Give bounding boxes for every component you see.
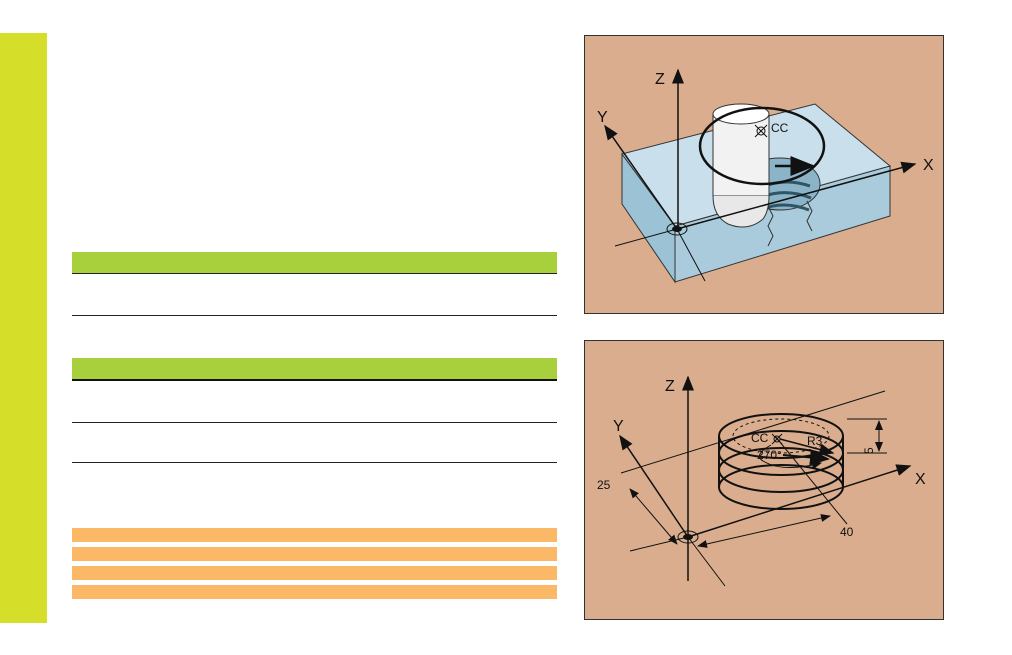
reference-line bbox=[620, 390, 886, 474]
reference-line bbox=[774, 435, 848, 525]
axis-extension bbox=[676, 228, 706, 282]
axis-extension bbox=[614, 228, 678, 247]
helix-coils bbox=[718, 413, 844, 510]
z-axis-label: Z bbox=[655, 71, 665, 88]
axis-extension bbox=[687, 536, 726, 587]
dimension-line-x bbox=[697, 514, 831, 548]
x-dimension-label: 40 bbox=[840, 525, 854, 539]
thread-cut-notch bbox=[767, 200, 813, 247]
table1-header-rule bbox=[72, 273, 557, 274]
cc-marker-icon bbox=[754, 124, 768, 138]
helix-dimension-illustration: Z Y X 40 25 5 CC R3 270° bbox=[597, 375, 926, 587]
y-dimension-label: 25 bbox=[597, 478, 611, 492]
y-axis-label: Y bbox=[613, 418, 624, 435]
x-axis-label: X bbox=[923, 157, 934, 174]
helix-3d-illustration: CC Z Y X bbox=[597, 68, 934, 284]
y-axis bbox=[619, 434, 689, 538]
helix-path-circle bbox=[698, 106, 826, 186]
table2-row-rule bbox=[72, 422, 557, 423]
dimension-line-y bbox=[629, 488, 678, 545]
orange-row-3 bbox=[72, 566, 557, 580]
table2-header-rule bbox=[72, 379, 557, 381]
x-axis-label: X bbox=[915, 471, 926, 488]
radius-label: R3 bbox=[807, 434, 823, 448]
height-label: 5 bbox=[862, 447, 876, 454]
table2-header-bar bbox=[72, 358, 557, 379]
axis-extension bbox=[629, 536, 689, 552]
angle-label: 270° bbox=[757, 448, 782, 462]
helix-3d-figure: CC Z Y X bbox=[584, 35, 944, 314]
x-axis bbox=[676, 161, 917, 230]
chapter-side-strip bbox=[0, 33, 47, 623]
cc-label: CC bbox=[771, 121, 789, 135]
start-point-arrow bbox=[782, 449, 830, 466]
origin-icon bbox=[677, 530, 699, 544]
angle-arc bbox=[758, 444, 822, 470]
orange-row-2 bbox=[72, 547, 557, 561]
table1-header-bar bbox=[72, 252, 557, 273]
orange-row-4 bbox=[72, 585, 557, 599]
table2-row-rule bbox=[72, 462, 557, 463]
z-axis-label: Z bbox=[665, 378, 675, 395]
helix-dimension-figure: Z Y X 40 25 5 CC R3 270° bbox=[584, 340, 944, 620]
y-axis bbox=[604, 124, 678, 230]
table1-row-rule bbox=[72, 315, 557, 316]
inner-radius-circle bbox=[732, 418, 830, 454]
y-axis-label: Y bbox=[597, 109, 608, 126]
origin-icon bbox=[666, 222, 688, 236]
cc-label: CC bbox=[751, 431, 769, 445]
orange-row-1 bbox=[72, 528, 557, 542]
